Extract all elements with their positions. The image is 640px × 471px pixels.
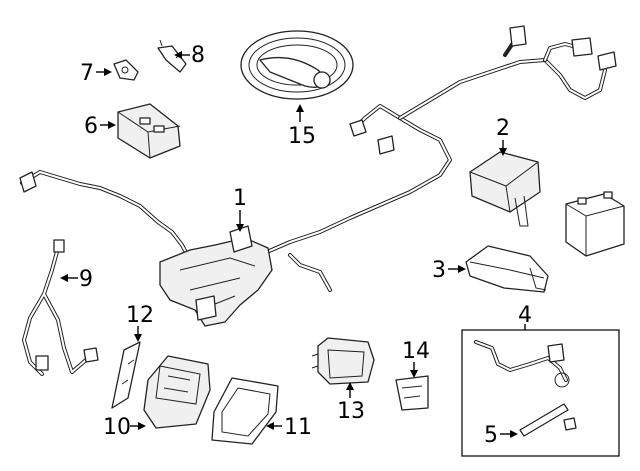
callout-label-7: 7 bbox=[80, 61, 94, 86]
callout-14: 14 bbox=[402, 339, 430, 378]
bracket-12[interactable] bbox=[111, 341, 141, 409]
callout-label-8: 8 bbox=[191, 43, 205, 68]
callout-9: 9 bbox=[60, 267, 93, 292]
callout-1: 1 bbox=[233, 186, 247, 232]
callout-8: 8 bbox=[174, 43, 205, 68]
callout-7: 7 bbox=[80, 61, 112, 86]
kit-outline-box bbox=[461, 329, 620, 457]
callout-15: 15 bbox=[288, 104, 316, 149]
callout-label-1: 1 bbox=[233, 186, 247, 211]
battery[interactable] bbox=[565, 191, 625, 257]
control-module-6[interactable] bbox=[117, 103, 181, 159]
wiring-harness-9[interactable] bbox=[22, 239, 99, 376]
callout-label-10: 10 bbox=[103, 415, 131, 440]
callout-3: 3 bbox=[432, 258, 466, 283]
callout-label-11: 11 bbox=[284, 415, 312, 440]
bracket-5[interactable] bbox=[519, 403, 577, 437]
harness-kit-4[interactable] bbox=[474, 340, 570, 388]
charging-cable-ring[interactable] bbox=[240, 30, 354, 100]
callout-label-2: 2 bbox=[496, 116, 510, 141]
callout-label-15: 15 bbox=[288, 124, 316, 149]
electronic-module-2[interactable] bbox=[469, 151, 541, 227]
callout-label-5: 5 bbox=[484, 423, 498, 448]
clip-7[interactable] bbox=[113, 59, 139, 81]
callout-label-12: 12 bbox=[126, 303, 154, 328]
callout-5: 5 bbox=[484, 423, 518, 448]
bracket-13[interactable] bbox=[311, 337, 375, 385]
callout-label-4: 4 bbox=[518, 303, 532, 328]
callout-4: 4 bbox=[518, 303, 532, 330]
bracket-14[interactable] bbox=[395, 375, 429, 411]
callout-6: 6 bbox=[84, 114, 116, 139]
callout-label-13: 13 bbox=[337, 399, 365, 424]
callout-label-9: 9 bbox=[79, 267, 93, 292]
callout-13: 13 bbox=[337, 382, 365, 424]
main-wiring-harness[interactable] bbox=[19, 25, 617, 327]
tray-3[interactable] bbox=[465, 245, 549, 293]
callout-label-6: 6 bbox=[84, 114, 98, 139]
callout-2: 2 bbox=[496, 116, 510, 156]
cover-11[interactable] bbox=[211, 377, 279, 445]
callout-11: 11 bbox=[266, 415, 312, 440]
bracket-8[interactable] bbox=[157, 39, 187, 73]
junction-module-10[interactable] bbox=[143, 355, 211, 429]
callout-12: 12 bbox=[126, 303, 154, 342]
callout-label-3: 3 bbox=[432, 258, 446, 283]
callout-label-14: 14 bbox=[402, 339, 430, 364]
callout-10: 10 bbox=[103, 415, 146, 440]
